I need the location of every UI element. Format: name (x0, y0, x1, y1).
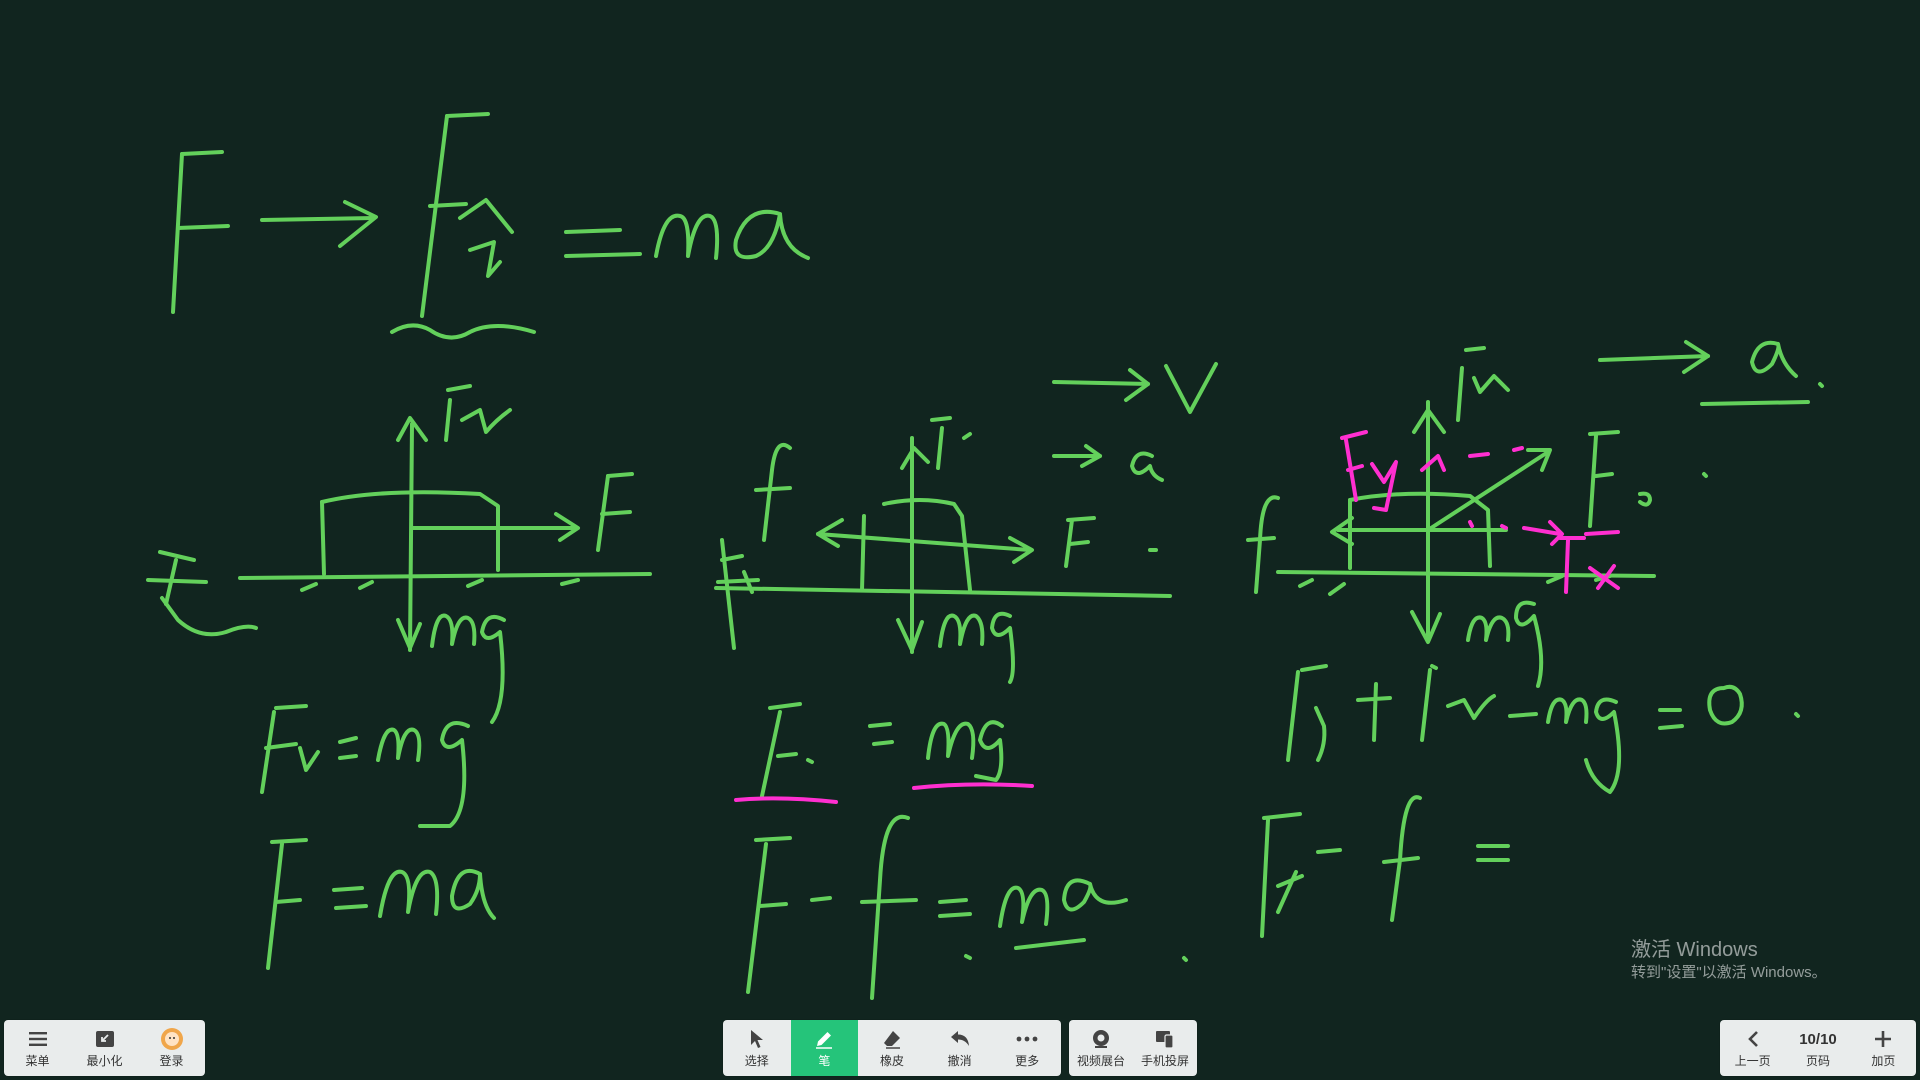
left-toolbar: 菜单 最小化 登录 (4, 1020, 205, 1076)
avatar-slot (160, 1028, 183, 1050)
watermark-subtitle: 转到"设置"以激活 Windows。 (1631, 964, 1827, 981)
login-button[interactable]: 登录 (138, 1020, 205, 1076)
media-toolbar: 视频展台 手机投屏 (1069, 1020, 1197, 1076)
select-label: 选择 (744, 1054, 769, 1068)
watermark-title: 激活 Windows (1631, 939, 1758, 961)
menu-button[interactable]: 菜单 (4, 1020, 71, 1076)
eraser-tool-button[interactable]: 橡皮 (858, 1020, 926, 1076)
login-label: 登录 (159, 1054, 184, 1068)
hamburger-icon (28, 1028, 48, 1050)
undo-button[interactable]: 撤消 (926, 1020, 994, 1076)
avatar-icon (160, 1028, 183, 1050)
page-indicator: 10/10 (1799, 1030, 1837, 1048)
ink-diagram-3 (1246, 340, 1824, 938)
ink-formula-top (171, 112, 810, 340)
eraser-label: 橡皮 (879, 1054, 904, 1068)
minimize-icon (95, 1028, 115, 1050)
video-booth-label: 视频展台 (1076, 1054, 1125, 1068)
drawing-toolbar: 选择 笔 橡皮 撤消 更多 (723, 1020, 1061, 1076)
select-tool-button[interactable]: 选择 (723, 1020, 791, 1076)
page-label: 页码 (1805, 1054, 1830, 1068)
menu-label: 菜单 (25, 1054, 50, 1068)
camera-icon (1091, 1028, 1111, 1050)
pen-tool-button[interactable]: 笔 (790, 1020, 859, 1076)
phone-cast-icon (1155, 1028, 1175, 1050)
pen-icon (814, 1028, 834, 1050)
chevron-left-icon (1746, 1028, 1760, 1050)
minimize-label: 最小化 (86, 1054, 123, 1068)
ellipsis-icon (1016, 1028, 1038, 1050)
prev-page-button[interactable]: 上一页 (1720, 1020, 1785, 1076)
windows-activation-watermark: 激活 Windows 转到"设置"以激活 Windows。 (1631, 938, 1827, 984)
undo-arrow-icon (949, 1028, 971, 1050)
more-label: 更多 (1015, 1054, 1040, 1068)
add-page-label: 加页 (1871, 1054, 1896, 1068)
more-button[interactable]: 更多 (993, 1020, 1061, 1076)
undo-label: 撤消 (947, 1054, 972, 1068)
phone-cast-label: 手机投屏 (1140, 1054, 1189, 1068)
cursor-arrow-icon (749, 1028, 765, 1050)
ink-diagram-1 (146, 384, 652, 970)
page-toolbar: 上一页 10/10 页码 加页 (1720, 1020, 1916, 1076)
ink-diagram-2 (714, 362, 1218, 1000)
prev-page-label: 上一页 (1734, 1054, 1771, 1068)
page-number-button[interactable]: 10/10 页码 (1785, 1020, 1850, 1076)
add-page-button[interactable]: 加页 (1851, 1020, 1916, 1076)
video-booth-button[interactable]: 视频展台 (1069, 1020, 1133, 1076)
pen-label: 笔 (818, 1054, 831, 1068)
plus-icon (1874, 1028, 1892, 1050)
phone-cast-button[interactable]: 手机投屏 (1133, 1020, 1197, 1076)
minimize-button[interactable]: 最小化 (71, 1020, 138, 1076)
eraser-icon (882, 1028, 902, 1050)
